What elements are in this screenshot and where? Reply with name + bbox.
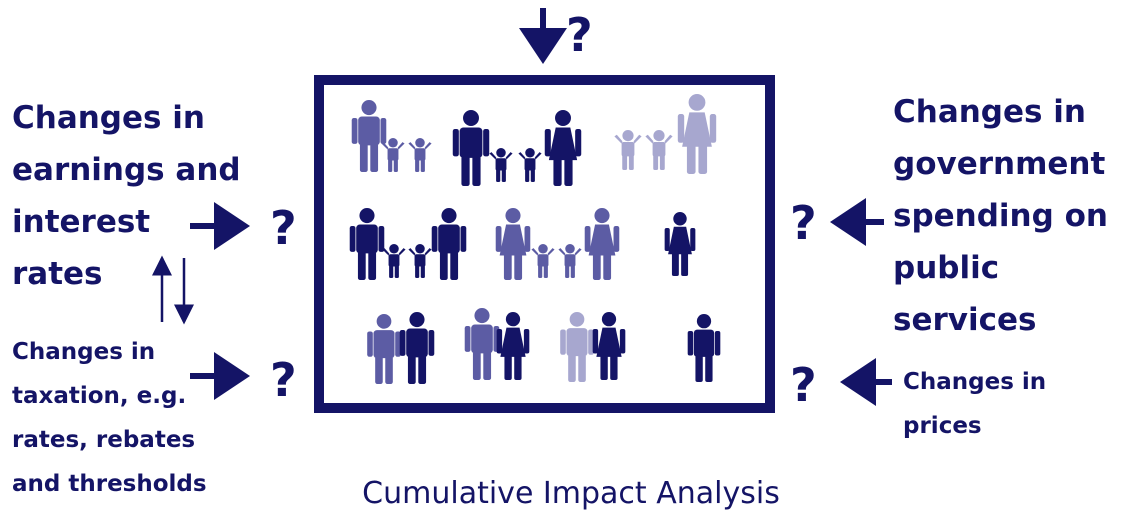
label-line: taxation, e.g. — [12, 383, 187, 409]
label-line: Changes in — [893, 94, 1086, 130]
child-person-icon — [531, 244, 555, 278]
label-line: prices — [903, 413, 982, 439]
person-icon — [349, 208, 385, 280]
label-line: Changes in — [12, 100, 205, 136]
label-line: rates — [12, 256, 103, 292]
label-line: rates, rebates — [12, 427, 196, 453]
person-icon — [399, 312, 435, 384]
question-mark-right-bottom: ? — [790, 358, 817, 412]
person-icon — [464, 308, 500, 380]
person-icon — [677, 94, 717, 174]
person-icon — [351, 100, 387, 172]
label-line: earnings and — [12, 152, 241, 188]
child-person-icon — [518, 148, 542, 182]
child-person-icon — [645, 130, 673, 170]
person-icon — [560, 312, 594, 382]
question-mark-top: ? — [566, 8, 593, 62]
label-earnings-interest: Changes in earnings and interest rates — [12, 92, 241, 300]
label-prices: Changes in prices — [903, 360, 1046, 448]
person-icon — [584, 208, 620, 280]
people-group — [349, 94, 721, 384]
label-line: public services — [893, 250, 1037, 338]
person-icon — [592, 312, 626, 380]
label-line: spending on — [893, 198, 1108, 234]
person-icon — [687, 314, 721, 382]
diagram-title: Cumulative Impact Analysis — [362, 476, 780, 511]
label-line: government — [893, 146, 1106, 182]
label-line: and thresholds — [12, 471, 207, 497]
label-taxation: Changes in taxation, e.g. rates, rebates… — [12, 330, 207, 506]
child-person-icon — [381, 138, 405, 172]
label-government-spending: Changes in government spending on public… — [893, 86, 1142, 346]
label-line: interest — [12, 204, 151, 240]
label-line: Changes in — [903, 369, 1047, 395]
question-mark-left-bottom: ? — [270, 353, 297, 407]
population-box — [314, 75, 775, 413]
label-line: Changes in — [12, 339, 156, 365]
child-person-icon — [614, 130, 642, 170]
question-mark-left-top: ? — [270, 201, 297, 255]
child-person-icon — [558, 244, 582, 278]
person-icon — [544, 110, 582, 186]
child-person-icon — [382, 244, 406, 278]
person-icon — [431, 208, 467, 280]
person-icon — [367, 314, 401, 384]
person-icon — [495, 208, 531, 280]
child-person-icon — [489, 148, 513, 182]
child-person-icon — [408, 244, 432, 278]
question-mark-right-top: ? — [790, 196, 817, 250]
person-icon — [452, 110, 490, 186]
person-icon — [496, 312, 530, 380]
person-icon — [664, 212, 696, 276]
child-person-icon — [408, 138, 432, 172]
